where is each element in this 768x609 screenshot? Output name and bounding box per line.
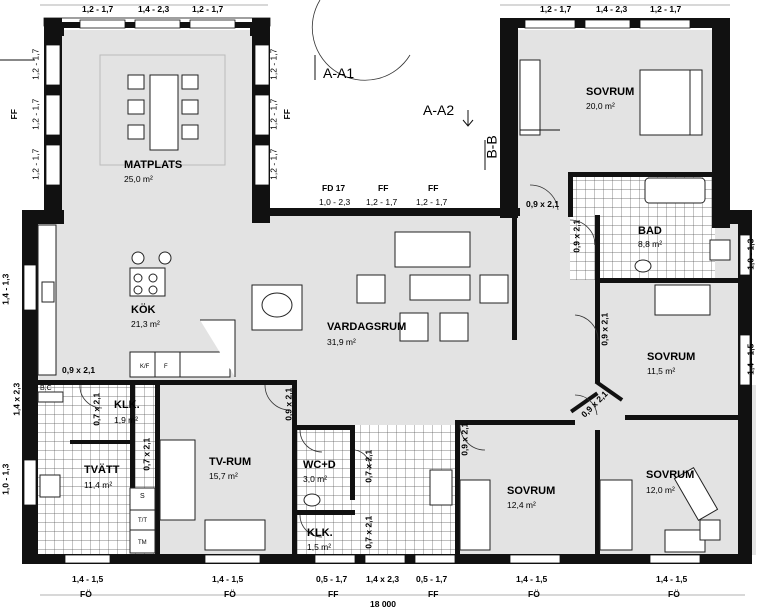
- dim-right-2: 1,2 - 1,7: [268, 98, 279, 130]
- door-dim-5: 0,9 x 2,1: [459, 422, 470, 456]
- dim-top-3: 1,2 - 1,7: [192, 4, 224, 14]
- room-name-klk2: KLK.: [307, 527, 333, 539]
- room-area-klk1: 1,9 m²: [114, 415, 139, 425]
- window-openings: [23, 19, 751, 564]
- code-fo-2: FÖ: [224, 589, 236, 599]
- door-dim-1: 0,9 x 2,1: [526, 199, 560, 209]
- room-name-klk1: KLK.: [114, 399, 140, 411]
- room-area-klk2: 1,5 m²: [307, 542, 332, 552]
- room-name-bad: BAD: [638, 225, 662, 237]
- section-markers: [0, 55, 560, 170]
- dim-side-tvatt: 1,0 - 1,3: [0, 463, 11, 495]
- room-area-matplats: 25,0 m²: [124, 174, 153, 184]
- code-ff-bot1: FF: [328, 589, 339, 599]
- room-name-sovrum-se: SOVRUM: [646, 469, 695, 481]
- room-name-matplats: MATPLATS: [124, 159, 183, 171]
- bath-fixtures: [37, 177, 731, 554]
- dim-side-bad: 1,0 - 1,3: [745, 238, 756, 270]
- room-area-sovrum-se: 12,0 m²: [646, 485, 675, 495]
- dim-left-2: 1,2 - 1,7: [30, 98, 41, 130]
- room-area-tvrum: 15,7 m²: [209, 471, 238, 481]
- dim-left-1: 1,2 - 1,7: [30, 48, 41, 80]
- code-kf: K/F: [140, 364, 150, 370]
- room-name-wc: WC+D: [303, 459, 336, 471]
- code-ff-mid1: FF: [378, 183, 389, 193]
- dim-right-1: 1,2 - 1,7: [268, 48, 279, 80]
- dim-bot-5: 0,5 - 1,7: [416, 574, 448, 584]
- code-ff-left: FF: [8, 109, 19, 120]
- bedroom-furniture: [459, 59, 721, 553]
- code-fo-4: FÖ: [668, 589, 680, 599]
- door-dim-8: 1,4 x 2,3: [11, 382, 22, 416]
- dim-top-4: 1,2 - 1,7: [540, 4, 572, 14]
- room-name-sovrum-s: SOVRUM: [507, 485, 556, 497]
- code-ff-mid2: FF: [428, 183, 439, 193]
- door-dim-11: 0,7 x 2,1: [363, 515, 374, 549]
- dim-bot-1: 1,4 - 1,5: [72, 574, 104, 584]
- dim-right-3: 1,2 - 1,7: [268, 148, 279, 180]
- door-dim-9: 0,7 x 2,1: [91, 392, 102, 426]
- door-dim-6: 0,9 x 2,1: [283, 387, 294, 421]
- room-area-bad: 8,8 m²: [638, 239, 663, 249]
- room-area-tvatt: 11,4 m²: [84, 480, 113, 490]
- door-dim-10: 0,7 x 2,1: [363, 449, 374, 483]
- door-dim-12: 0,7 x 2,1: [141, 437, 152, 471]
- room-name-tvatt: TVÄTT: [84, 464, 120, 476]
- dim-top-6: 1,2 - 1,7: [650, 4, 682, 14]
- code-fo-1: FÖ: [80, 589, 92, 599]
- dim-bot-7: 1,4 - 1,5: [656, 574, 688, 584]
- dim-bot-3: 0,5 - 1,7: [316, 574, 348, 584]
- section-aa1: A-A1: [323, 65, 355, 81]
- dim-top-5: 1,4 - 2,3: [596, 4, 628, 14]
- dim-ff-mid2: 1,2 - 1,7: [416, 197, 448, 207]
- overall-dimension: 18 000: [370, 599, 396, 609]
- dim-fd17: 1,0 - 2,3: [319, 197, 351, 207]
- code-ff-right: FF: [281, 109, 292, 120]
- room-area-sovrum-mid: 11,5 m²: [647, 366, 676, 376]
- dining-table: [99, 54, 226, 166]
- code-tm: TM: [138, 540, 147, 546]
- room-name-sovrum-mid: SOVRUM: [647, 351, 696, 363]
- dim-side-sovrum: 1,4 - 1,5: [745, 343, 756, 375]
- door-dim-7: 0,9 x 2,1: [62, 365, 96, 375]
- dim-side-kok: 1,4 - 1,3: [0, 273, 11, 305]
- dim-bot-6: 1,4 - 1,5: [516, 574, 548, 584]
- door-dim-3: 0,9 x 2,1: [599, 312, 610, 346]
- dim-bot-4: 1,4 x 2,3: [366, 574, 400, 584]
- code-fo-3: FÖ: [528, 589, 540, 599]
- code-f: F: [164, 364, 168, 370]
- room-area-sovrum-s: 12,4 m²: [507, 500, 536, 510]
- door-dim-2: 0,9 x 2,1: [571, 219, 582, 253]
- dim-top-2: 1,4 - 2,3: [138, 4, 170, 14]
- room-area-wc: 3,0 m²: [303, 474, 328, 484]
- section-bb: B-B: [483, 135, 500, 159]
- code-bc: B.C: [40, 385, 52, 392]
- section-aa2: A-A2: [423, 102, 455, 118]
- dim-ff-mid1: 1,2 - 1,7: [366, 197, 398, 207]
- code-s: S: [140, 493, 145, 500]
- tv-furniture: [159, 439, 266, 551]
- room-name-vardagsrum: VARDAGSRUM: [327, 321, 407, 333]
- room-area-vardagsrum: 31,9 m²: [327, 337, 356, 347]
- room-name-tvrum: TV-RUM: [209, 456, 252, 468]
- code-tt: T/T: [138, 518, 147, 524]
- code-fd17: FD 17: [322, 183, 346, 193]
- dim-left-3: 1,2 - 1,7: [30, 148, 41, 180]
- kitchen-fixtures: [37, 224, 236, 378]
- code-ff-bot2: FF: [428, 589, 439, 599]
- room-name-kok: KÖK: [131, 304, 156, 316]
- living-furniture: [251, 231, 509, 342]
- room-area-kok: 21,3 m²: [131, 319, 160, 329]
- dim-bot-2: 1,4 - 1,5: [212, 574, 244, 584]
- dimension-lines: [40, 4, 745, 596]
- door-swings: [79, 0, 599, 538]
- room-area-sovrum-master: 20,0 m²: [586, 101, 615, 111]
- room-name-sovrum-master: SOVRUM: [586, 86, 635, 98]
- dim-top-1: 1,2 - 1,7: [82, 4, 114, 14]
